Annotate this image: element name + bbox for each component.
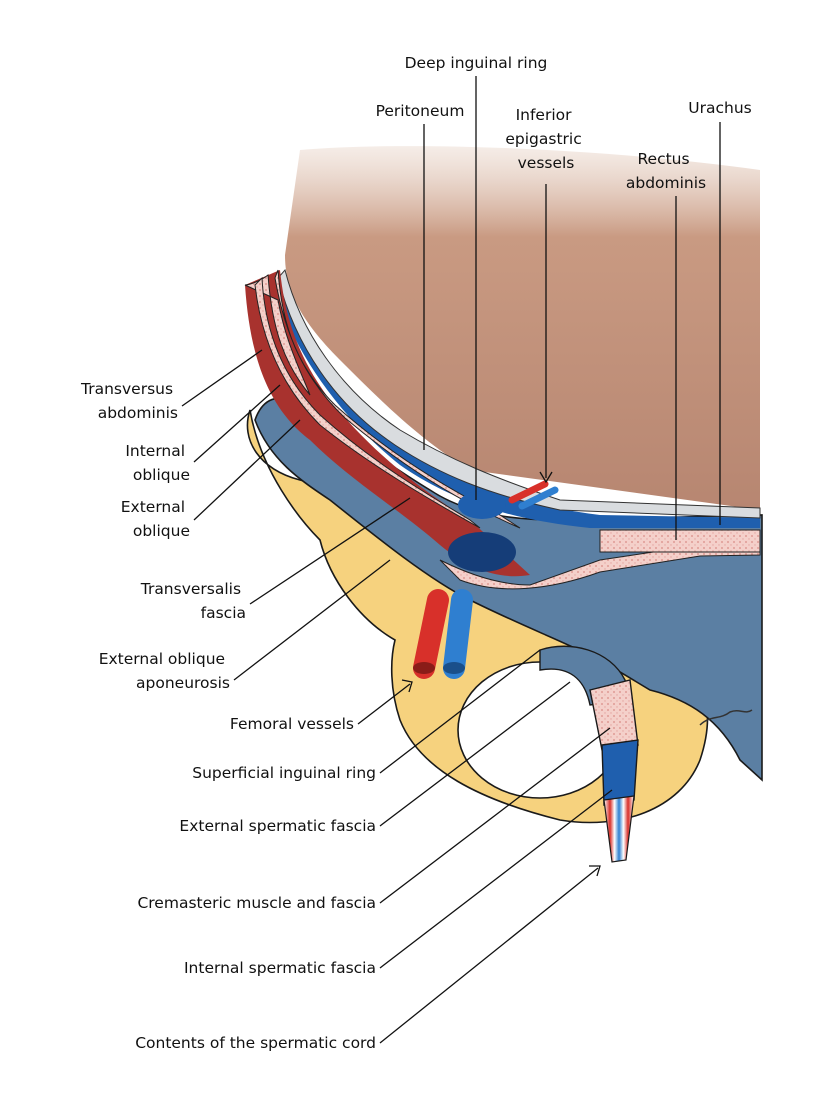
arrow-femoral-vessels xyxy=(401,679,413,693)
fascia-stripe-3 xyxy=(274,269,521,529)
leader-external-oblique-aponeurosis xyxy=(233,559,391,681)
leader-superficial-inguinal-ring xyxy=(379,649,541,774)
label-contents-spermatic-cord: Contents of the spermatic cord xyxy=(135,1034,376,1052)
leader-internal-oblique xyxy=(193,384,281,463)
spermatic-cord-contents xyxy=(603,795,635,863)
leader-contents-spermatic-cord xyxy=(379,867,599,1044)
label-urachus: Urachus xyxy=(688,99,751,117)
fascia-lower-stripe xyxy=(439,544,761,590)
epigastric-artery xyxy=(508,480,549,504)
label-external-oblique: External oblique xyxy=(121,498,190,540)
spermatic-cord-internal xyxy=(601,739,639,806)
leader-transversalis-fascia xyxy=(249,497,411,605)
label-cremasteric-muscle: Cremasteric muscle and fascia xyxy=(137,894,376,912)
leader-external-spermatic-fascia xyxy=(379,681,571,827)
arrow-contents-spermatic-cord xyxy=(589,865,601,877)
leader-cremasteric-muscle xyxy=(379,727,611,904)
arrow-inferior-epigastric xyxy=(539,471,553,484)
leader-internal-spermatic-fascia xyxy=(379,789,613,969)
label-femoral-vessels: Femoral vessels xyxy=(230,715,354,733)
peritoneal-cavity xyxy=(285,146,760,510)
epigastric-vein xyxy=(518,486,559,510)
leader-femoral-vessels xyxy=(357,683,411,725)
peritoneum-band xyxy=(277,268,761,519)
deep-inguinal-ring-shape xyxy=(448,532,516,572)
label-external-spermatic-fascia: External spermatic fascia xyxy=(179,817,376,835)
femoral-artery xyxy=(413,589,449,679)
label-peritoneum: Peritoneum xyxy=(376,102,465,120)
label-external-oblique-aponeurosis: External oblique aponeurosis xyxy=(99,650,230,692)
leader-transversus-abdominis xyxy=(181,349,263,407)
femoral-vein xyxy=(443,589,473,679)
label-deep-inguinal-ring: Deep inguinal ring xyxy=(405,54,548,72)
label-internal-oblique: Internal oblique xyxy=(125,442,190,484)
femoral-vein-end xyxy=(443,662,465,674)
label-transversalis-fascia: Transversalis fascia xyxy=(140,580,246,622)
label-internal-spermatic-fascia: Internal spermatic fascia xyxy=(184,959,376,977)
label-transversus-abdominis: Transversus abdominis xyxy=(80,380,178,422)
deep-ring-upper xyxy=(458,491,506,519)
femoral-artery-end xyxy=(413,662,435,674)
label-superficial-inguinal-ring: Superficial inguinal ring xyxy=(192,764,376,782)
artist-signature xyxy=(699,709,753,726)
fascia-stripe-2 xyxy=(254,276,481,529)
label-rectus-abdominis: Rectus abdominis xyxy=(626,150,706,192)
rectus-abdominis-shape xyxy=(599,529,761,553)
label-inferior-epigastric: Inferior epigastric vessels xyxy=(505,106,586,172)
leader-external-oblique xyxy=(193,419,301,521)
